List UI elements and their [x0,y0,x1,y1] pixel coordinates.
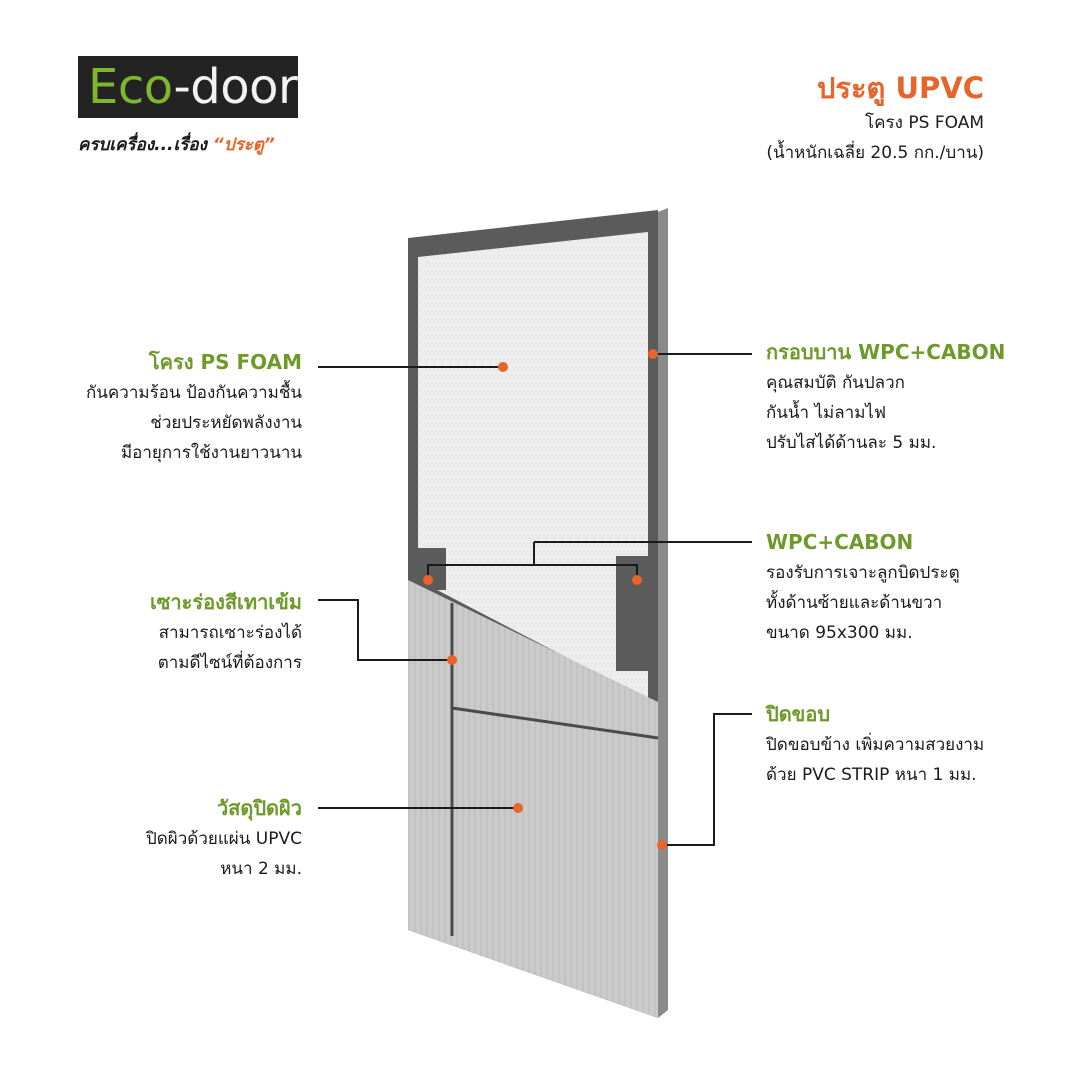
annotation-line: สามารถเซาะร่องได้ [158,623,302,643]
wpc-lock-block-right [616,556,648,671]
eco-door-logo: Eco-door [78,56,298,118]
annotation-wpc-frame: กรอบบาน WPC+CABON คุณสมบัติ กันปลวก กันน… [766,336,1005,458]
annotation-title: วัสดุปิดผิว [216,796,302,820]
annotation-line: กันความร้อน ป้องกันความชื้น [86,383,302,403]
annotation-line: ทั้งด้านซ้ายและด้านขวา [766,593,943,613]
annotation-line: รองรับการเจาะลูกบิดประตู [766,563,960,583]
annotation-line: หนา 2 มม. [220,859,302,879]
dot-block-right [632,575,642,585]
dot-groove [447,655,457,665]
annotation-title: โครง PS FOAM [148,350,302,374]
product-header: ประตู UPVC โครง PS FOAM (น้ำหนักเฉลี่ย 2… [766,68,984,168]
annotation-line: ช่วยประหยัดพลังงาน [150,413,302,433]
annotation-line: ขนาด 95x300 มม. [766,623,913,643]
door-side-edge [658,208,668,1018]
annotation-title: ปิดขอบ [766,702,831,726]
annotation-line: คุณสมบัติ กันปลวก [766,373,905,393]
annotation-title: WPC+CABON [766,530,914,554]
annotation-line: ปิดขอบข้าง เพิ่มความสวยงาม [766,735,985,755]
upvc-surface-panel [408,580,658,1018]
annotation-ps-foam: โครง PS FOAM กันความร้อน ป้องกันความชื้น… [86,346,302,468]
logo-tagline: ครบเครื่อง...เรื่อง “ประตู” [78,135,275,155]
annotation-line: กันน้ำ ไม่ลามไฟ [766,403,886,423]
dot-foam [498,362,508,372]
product-core-spec: โครง PS FOAM [865,113,984,133]
logo-wordmark: Eco-door [88,59,298,115]
dot-frame [648,349,658,359]
annotation-line: ปรับไสได้ด้านละ 5 มม. [766,433,937,453]
annotation-line: ตามดีไซน์ที่ต้องการ [157,653,302,673]
annotation-title: เซาะร่องสีเทาเข้ม [149,590,302,614]
annotation-line: ปิดผิวด้วยแผ่น UPVC [145,829,302,849]
annotation-surface: วัสดุปิดผิว ปิดผิวด้วยแผ่น UPVC หนา 2 มม… [146,792,302,884]
annotation-title: กรอบบาน WPC+CABON [766,340,1006,364]
callout-dots [423,349,667,850]
product-weight-spec: (น้ำหนักเฉลี่ย 20.5 กก./บาน) [766,143,984,163]
annotation-edge-strip: ปิดขอบ ปิดขอบข้าง เพิ่มความสวยงาม ด้วย P… [766,698,984,790]
wpc-lock-block-left [418,548,446,590]
dot-block-left [423,575,433,585]
product-title: ประตู UPVC [816,71,984,105]
groove-horizontal [451,706,659,740]
annotation-line: ด้วย PVC STRIP หนา 1 มม. [766,765,977,785]
annotation-groove: เซาะร่องสีเทาเข้ม สามารถเซาะร่องได้ ตามด… [150,586,302,678]
annotation-wpc-block: WPC+CABON รองรับการเจาะลูกบิดประตู ทั้งด… [766,526,960,648]
dot-edge [657,840,667,850]
annotation-line: มีอายุการใช้งานยาวนาน [120,443,302,463]
dot-surface [513,803,523,813]
ps-foam-core [418,232,648,700]
leader-lines [318,353,752,846]
